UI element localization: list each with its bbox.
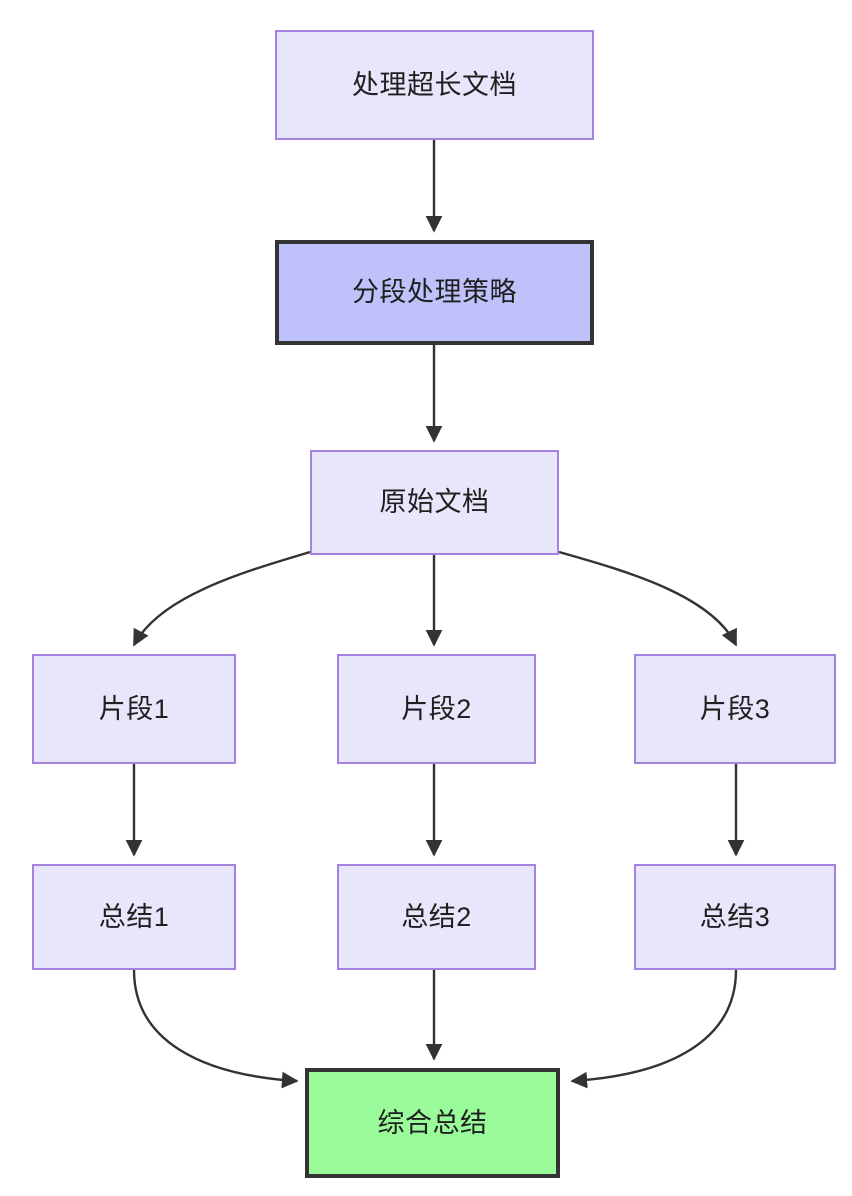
- node-final-summary-label: 综合总结: [377, 1107, 488, 1138]
- node-summary-3[interactable]: 总结3: [634, 864, 836, 970]
- edge-summary3-to-final: [570, 969, 738, 1089]
- node-strategy[interactable]: 分段处理策略: [275, 240, 594, 345]
- node-summary-3-label: 总结3: [699, 901, 771, 932]
- node-chunk-2-label: 片段2: [401, 693, 472, 724]
- node-chunk-3[interactable]: 片段3: [634, 654, 836, 764]
- node-root-label: 处理超长文档: [352, 69, 517, 100]
- node-strategy-label: 分段处理策略: [352, 277, 517, 308]
- node-chunk-2[interactable]: 片段2: [337, 654, 536, 764]
- node-chunk-1-label: 片段1: [98, 693, 170, 724]
- node-chunk-3-label: 片段3: [699, 693, 771, 724]
- edge-source-to-chunk3: [558, 550, 738, 647]
- node-summary-1-label: 总结1: [98, 901, 170, 932]
- node-chunk-1[interactable]: 片段1: [32, 654, 236, 764]
- edge-source-to-chunk1: [132, 550, 311, 647]
- node-source-document-label: 原始文档: [379, 487, 490, 518]
- node-summary-2-label: 总结2: [401, 901, 472, 932]
- node-summary-2[interactable]: 总结2: [337, 864, 536, 970]
- node-source-document[interactable]: 原始文档: [310, 450, 559, 555]
- node-root[interactable]: 处理超长文档: [275, 30, 594, 140]
- node-summary-1[interactable]: 总结1: [32, 864, 236, 970]
- node-final-summary[interactable]: 综合总结: [305, 1068, 560, 1178]
- edge-summary1-to-final: [132, 969, 299, 1089]
